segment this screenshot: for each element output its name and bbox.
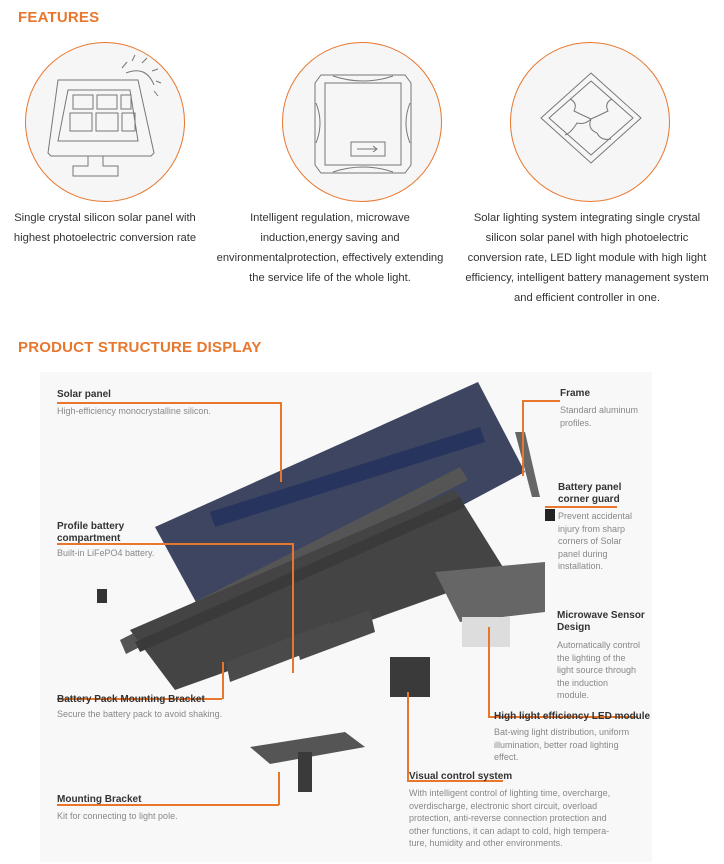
part-desc-battery-bracket: Secure the battery pack to avoid shaking… bbox=[57, 709, 223, 719]
feature-circle-3 bbox=[510, 42, 670, 202]
part-label-control-system: Visual control system bbox=[409, 771, 513, 782]
feature-text-1: Single crystal silicon solar panel with … bbox=[13, 212, 197, 244]
puzzle-icon bbox=[540, 72, 642, 164]
part-desc-corner-guard: Prevent accidental injury from sharp cor… bbox=[558, 511, 633, 571]
part-label-frame: Frame bbox=[560, 388, 591, 399]
part-desc-led-module: Bat-wing light distribution, uniform ill… bbox=[494, 727, 630, 762]
solar-panel-icon bbox=[47, 54, 162, 177]
part-desc-mounting-bracket: Kit for connecting to light pole. bbox=[57, 811, 178, 821]
part-desc-control-system: With intelligent control of lighting tim… bbox=[409, 788, 611, 848]
part-label-battery-bracket: Battery Pack Mounting Bracket bbox=[57, 694, 205, 705]
part-label-corner-guard: Battery panel corner guard bbox=[558, 482, 622, 505]
part-desc-solar-panel: High-efficiency monocrystalline silicon. bbox=[57, 406, 211, 416]
structure-title: PRODUCT STRUCTURE DISPLAY bbox=[18, 339, 262, 356]
part-label-microwave-sensor: Microwave Sensor Design bbox=[557, 610, 645, 633]
part-label-mounting-bracket: Mounting Bracket bbox=[57, 794, 142, 805]
features-title: FEATURES bbox=[18, 9, 100, 26]
part-label-led-module: High light efficiency LED module bbox=[494, 711, 651, 722]
product-structure-diagram bbox=[40, 372, 652, 862]
feature-circle-2 bbox=[282, 42, 442, 202]
controller-usb-icon bbox=[314, 74, 412, 174]
exploded-product-illustration bbox=[97, 382, 555, 792]
part-desc-microwave-sensor: Automatically control the lighting of th… bbox=[557, 640, 641, 700]
part-desc-frame: Standard aluminum profiles. bbox=[560, 405, 639, 428]
part-desc-battery-compartment: Built-in LiFePO4 battery. bbox=[57, 548, 155, 558]
feature-text-2: Intelligent regulation, microwave induct… bbox=[216, 212, 444, 284]
part-label-solar-panel: Solar panel bbox=[57, 389, 111, 400]
feature-text-3: Solar lighting system integrating single… bbox=[465, 212, 709, 304]
feature-circle-1 bbox=[25, 42, 185, 202]
part-label-battery-compartment: Profile battery compartment bbox=[57, 521, 125, 544]
